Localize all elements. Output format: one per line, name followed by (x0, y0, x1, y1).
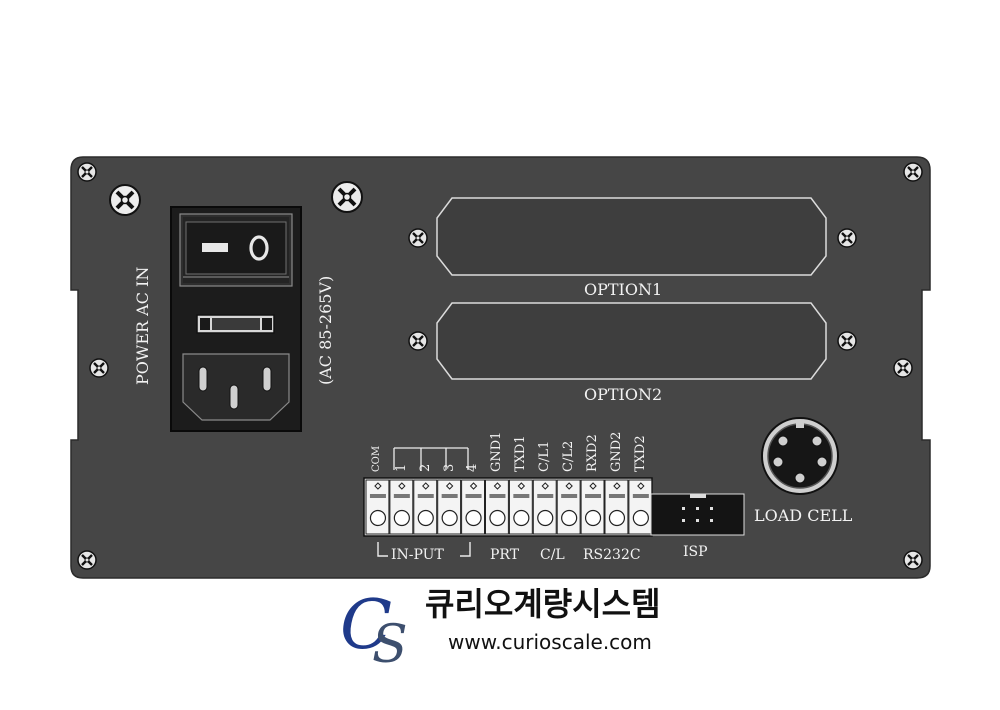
load-cell-connector[interactable] (761, 417, 839, 495)
terminal-pin[interactable] (485, 479, 509, 535)
option2-label: OPTION2 (584, 385, 663, 404)
pin-label: COM (371, 445, 383, 472)
terminal-block[interactable] (363, 477, 653, 537)
screw-icon (407, 227, 429, 249)
option1-label: OPTION1 (584, 280, 663, 299)
pin-label: C/L1 (537, 440, 553, 472)
screw-icon (892, 357, 914, 379)
screw-icon (76, 549, 98, 571)
screw-icon (407, 330, 429, 352)
input-group-label: IN-PUT (391, 547, 444, 563)
option1-slot[interactable] (436, 197, 827, 276)
power-ac-in-label: POWER AC IN (133, 266, 152, 385)
screw-icon (330, 180, 364, 214)
company-name: 큐리오계량시스템 (425, 585, 661, 623)
terminal-pin[interactable] (413, 479, 438, 535)
terminal-pin[interactable] (604, 479, 629, 535)
pin-label: 4 (465, 463, 481, 472)
input-bracket (377, 542, 471, 557)
isp-header[interactable] (650, 493, 745, 536)
option2-slot[interactable] (436, 302, 827, 380)
load-cell-label: LOAD CELL (754, 506, 853, 525)
curio-logo-icon: C S (340, 586, 408, 675)
terminal-pin[interactable] (532, 479, 557, 535)
cl-group-label: C/L (540, 547, 565, 563)
screw-icon (836, 330, 858, 352)
pin-label: GND2 (608, 431, 624, 472)
screw-icon (902, 549, 924, 571)
pin-label: 1 (393, 463, 409, 472)
terminal-pin[interactable] (628, 479, 653, 535)
pin-label: TXD1 (513, 435, 529, 472)
pin-label: GND1 (489, 431, 505, 472)
screw-icon (76, 161, 98, 183)
terminal-pin[interactable] (556, 479, 581, 535)
pin-label: 3 (441, 463, 457, 472)
terminal-pin[interactable] (365, 479, 390, 535)
svg-text:C: C (340, 586, 392, 665)
power-switch[interactable] (185, 221, 287, 275)
ac-inlet-socket[interactable] (182, 353, 290, 421)
terminal-pin[interactable] (437, 479, 462, 535)
terminal-pin[interactable] (580, 479, 605, 535)
screw-icon (108, 183, 142, 217)
company-url[interactable]: www.curioscale.com (448, 630, 652, 654)
screw-icon (88, 357, 110, 379)
isp-label: ISP (683, 544, 708, 560)
svg-text:S: S (372, 615, 408, 675)
screw-icon (836, 227, 858, 249)
prt-group-label: PRT (490, 547, 520, 563)
screw-icon (902, 161, 924, 183)
pin-label: RXD2 (584, 434, 600, 472)
terminal-pin[interactable] (389, 479, 414, 535)
pin-label: TXD2 (632, 435, 648, 472)
fuse-holder[interactable] (196, 314, 275, 334)
pin-label: C/L2 (561, 440, 576, 472)
rs232c-group-label: RS232C (583, 547, 641, 563)
voltage-range-label: (AC 85-265V) (316, 275, 335, 385)
terminal-pin[interactable] (508, 479, 533, 535)
input-symbols (393, 447, 469, 470)
pin-label: 2 (417, 463, 433, 472)
terminal-pin[interactable] (461, 479, 486, 535)
